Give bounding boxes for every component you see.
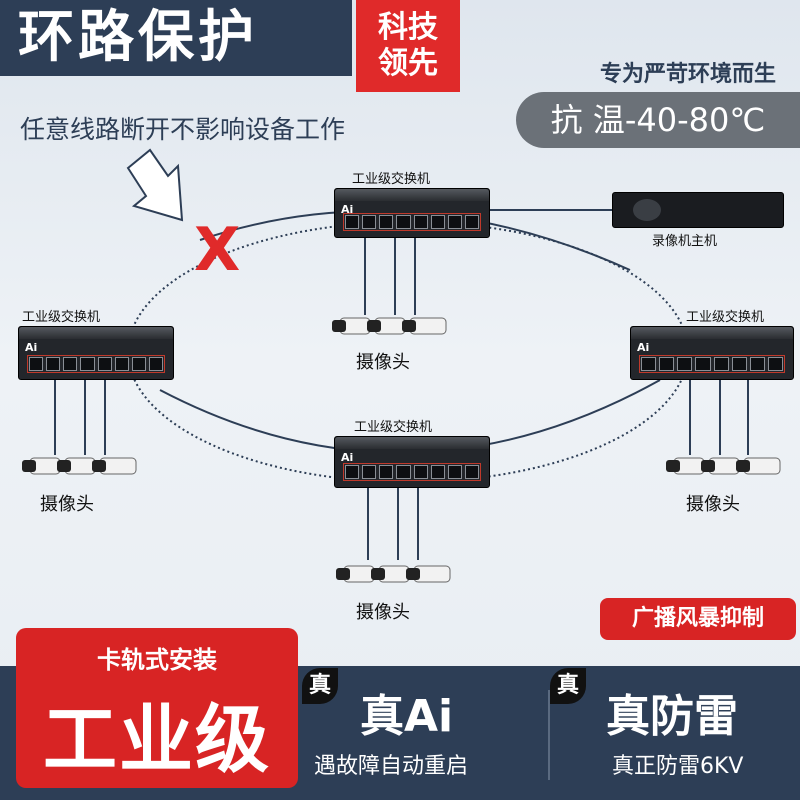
camera-label-right: 摄像头	[686, 494, 740, 515]
nvr-label: 录像机主机	[652, 234, 718, 249]
arrow-icon	[126, 148, 184, 222]
camera-group-right	[666, 457, 781, 475]
camera-group-bottom	[336, 565, 451, 583]
switch-label-right: 工业级交换机	[686, 310, 765, 325]
industrial-label: 工业级	[43, 697, 271, 783]
tech-badge: 科技领先	[356, 0, 460, 92]
feature-lightning-subtitle: 真正防雷6KV	[612, 754, 744, 779]
camera-group-top	[332, 317, 447, 335]
switch-label-left: 工业级交换机	[22, 310, 101, 325]
switch-right: Ai	[630, 326, 794, 380]
install-label: 卡轨式安装	[97, 646, 217, 674]
title-bar	[0, 0, 352, 76]
switch-brand: Ai	[341, 203, 354, 216]
camera-group-left	[22, 457, 137, 475]
subtitle: 专为严苛环境而生	[599, 62, 776, 87]
camera-label-top: 摄像头	[356, 352, 410, 373]
camera-label-bottom: 摄像头	[356, 602, 410, 623]
zhen-icon-lightning: 真	[550, 668, 586, 704]
feature-lightning-title: 真防雷	[606, 691, 738, 742]
feature-ai-subtitle: 遇故障自动重启	[314, 754, 469, 779]
broadcast-badge: 广播风暴抑制	[600, 598, 796, 640]
temperature-badge: 抗 温-40-80℃	[516, 92, 800, 148]
camera-label-left: 摄像头	[40, 494, 94, 515]
loop-note: 任意线路断开不影响设备工作	[20, 115, 346, 144]
switch-top: Ai	[334, 188, 490, 238]
break-mark-icon: X	[194, 215, 241, 285]
switch-bottom: Ai	[334, 436, 490, 488]
switch-left: Ai	[18, 326, 174, 380]
switch-label-bottom: 工业级交换机	[354, 420, 433, 435]
nvr-device	[612, 192, 784, 228]
feature-ai-title: 真Ai	[360, 691, 454, 742]
switch-label-top: 工业级交换机	[352, 172, 431, 187]
install-card: 卡轨式安装 工业级	[16, 628, 298, 788]
feature-divider	[548, 690, 550, 780]
page-title: 环路保护	[18, 5, 258, 70]
zhen-icon-ai: 真	[302, 668, 338, 704]
